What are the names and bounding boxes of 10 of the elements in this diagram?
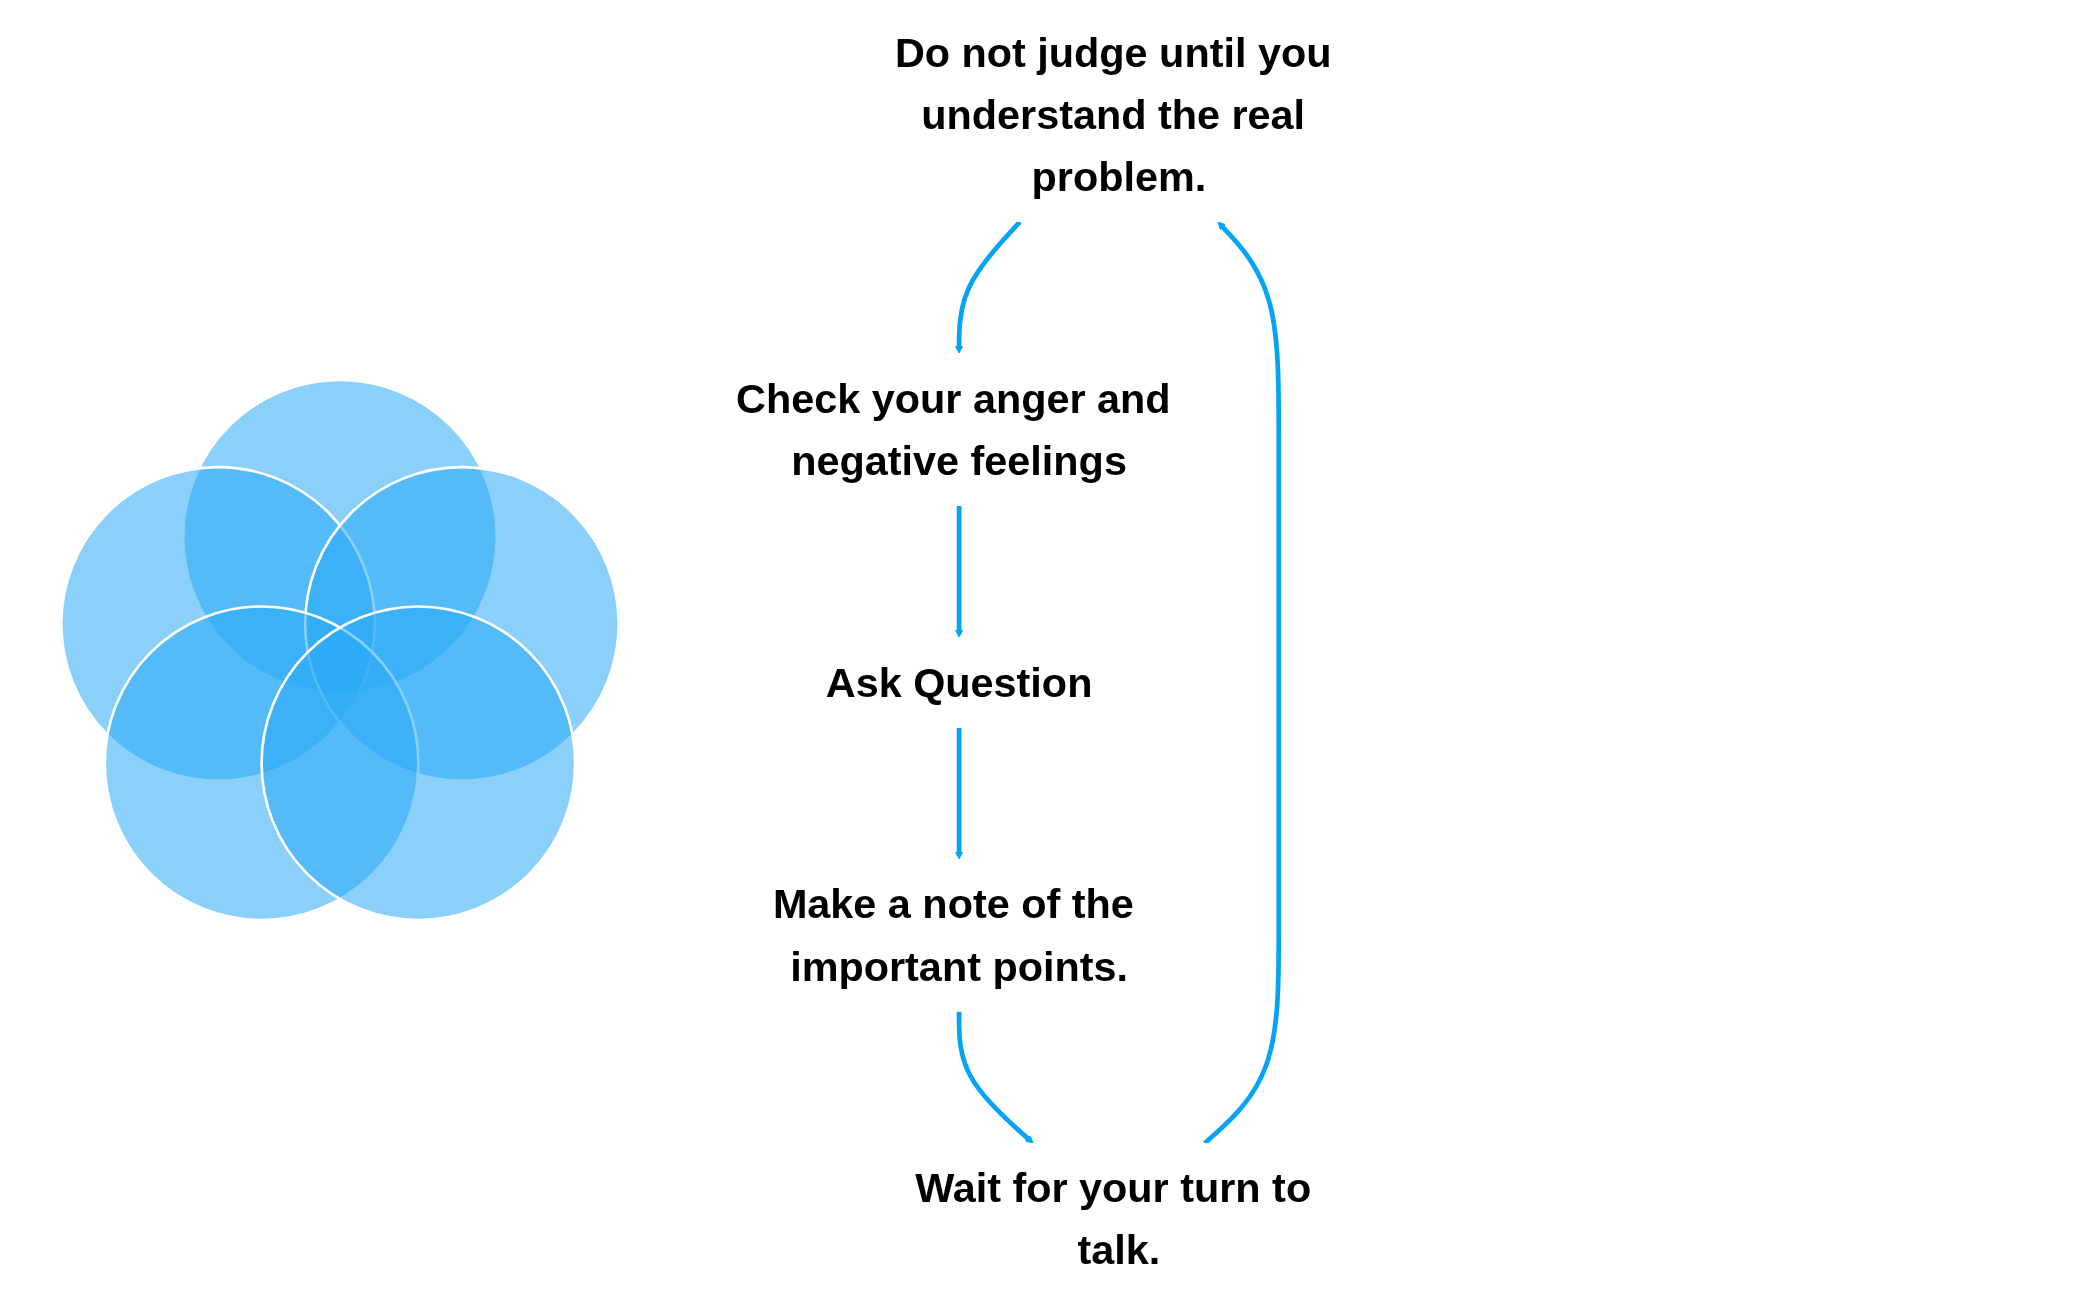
arrow: [954, 505, 964, 638]
node-text: Make a note of the important points.: [772, 880, 1134, 989]
arrow: [954, 727, 964, 860]
node-text: Ask Question: [825, 659, 1093, 706]
arrow: [1203, 221, 1282, 1145]
node-text: Wait for your turn to talk.: [915, 1164, 1312, 1273]
arrow: [954, 220, 1022, 354]
node-text: Check your anger and negative feelings: [736, 375, 1171, 484]
node-text: Do not judge until you understand the real problem.: [894, 29, 1332, 200]
arrow: [956, 1011, 1034, 1144]
